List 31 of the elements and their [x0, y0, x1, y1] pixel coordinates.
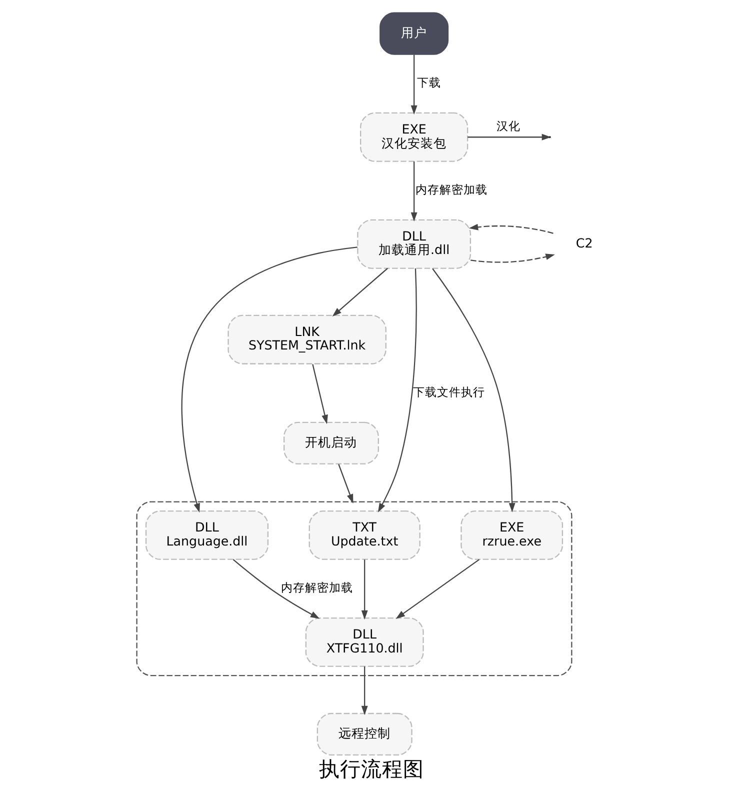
node-box: 用户: [379, 12, 448, 55]
arrow: [332, 268, 388, 316]
node-box: DLL Language.dll: [144, 510, 268, 560]
node-box: TXT Update.txt: [308, 510, 420, 560]
edge-label: 下载文件执行: [412, 384, 485, 399]
arrow: [232, 559, 320, 619]
caption: 执行流程图: [318, 757, 424, 782]
node-text: C2: [575, 235, 592, 250]
arrow: [432, 268, 515, 512]
edge-label: 内存解密加载: [414, 182, 487, 196]
edge-label: 内存解密加载: [280, 580, 352, 595]
arrow: [312, 364, 328, 424]
node-box: 远程控制: [316, 712, 412, 756]
node-box: EXE rzrue.exe: [460, 510, 563, 560]
edge-label: 汉化: [496, 119, 520, 134]
arrow: [395, 559, 479, 619]
arrow: [360, 666, 368, 716]
arrow: [410, 162, 417, 222]
arrow: [360, 560, 368, 620]
arrow: [180, 246, 357, 513]
arrow: [410, 54, 417, 115]
node-box: DLL 加载通用.dll: [356, 219, 471, 269]
edge-label: 下载: [416, 76, 441, 90]
arrow: [377, 268, 416, 512]
arrow: [470, 254, 554, 263]
node-box: 开机启动: [283, 422, 378, 464]
node-box: EXE 汉化安装包: [360, 112, 468, 162]
arrow: [468, 224, 553, 234]
node-box: DLL XTFG110.dll: [304, 617, 424, 667]
node-box: LNK SYSTEM_START.lnk: [227, 314, 386, 364]
arrow: [338, 464, 353, 504]
